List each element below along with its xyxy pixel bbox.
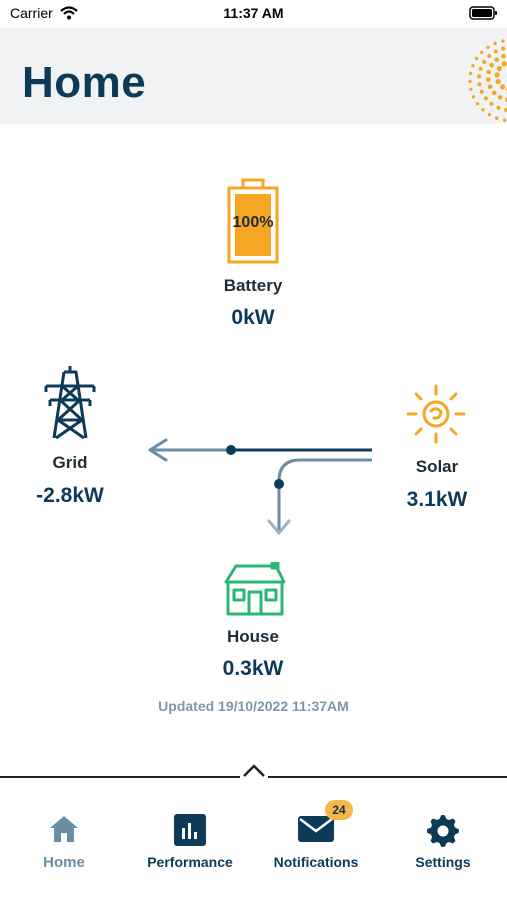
brand-logo-icon	[468, 39, 507, 122]
tab-label-notifications: Notifications	[273, 854, 359, 870]
battery-icon	[227, 178, 279, 264]
wifi-icon	[60, 6, 78, 20]
solar-label: Solar	[415, 457, 459, 476]
status-bar: Carrier 11:37 AM	[0, 0, 507, 28]
tab-label-performance: Performance	[147, 854, 233, 870]
sun-icon	[406, 384, 466, 444]
battery-charge-label: 100%	[232, 214, 274, 231]
house-value: 0.3kW	[222, 657, 284, 680]
home-icon	[50, 816, 78, 842]
energy-flow-lines	[148, 438, 372, 535]
solar-value: 3.1kW	[406, 488, 468, 511]
page-title: Home	[22, 58, 147, 107]
mail-icon	[298, 816, 334, 842]
chevron-up-icon[interactable]	[240, 762, 268, 778]
tab-label-settings: Settings	[415, 854, 471, 870]
tab-settings[interactable]: Settings	[380, 778, 506, 878]
tab-home[interactable]: Home	[1, 778, 127, 878]
house-label: House	[227, 627, 279, 646]
house-icon	[224, 562, 286, 616]
grid-value: -2.8kW	[36, 484, 104, 507]
tab-notifications[interactable]: 24 Notifications	[253, 778, 379, 878]
bar-chart-icon	[174, 814, 206, 846]
grid-label: Grid	[52, 453, 88, 472]
battery-value: 0kW	[231, 306, 275, 329]
gear-icon	[427, 815, 459, 847]
battery-status-icon	[469, 6, 497, 20]
power-pylon-icon	[44, 366, 96, 440]
battery-label: Battery	[223, 276, 283, 295]
tab-label-home: Home	[43, 854, 85, 871]
tab-bar: Home Performance 24 Notifications Settin…	[0, 778, 507, 900]
header: Home	[0, 28, 507, 124]
last-updated-text: Updated 19/10/2022 11:37AM	[158, 698, 349, 714]
tab-performance[interactable]: Performance	[127, 778, 253, 878]
carrier-label: Carrier	[10, 5, 53, 21]
status-time: 11:37 AM	[223, 5, 284, 21]
notifications-badge: 24	[325, 800, 353, 820]
